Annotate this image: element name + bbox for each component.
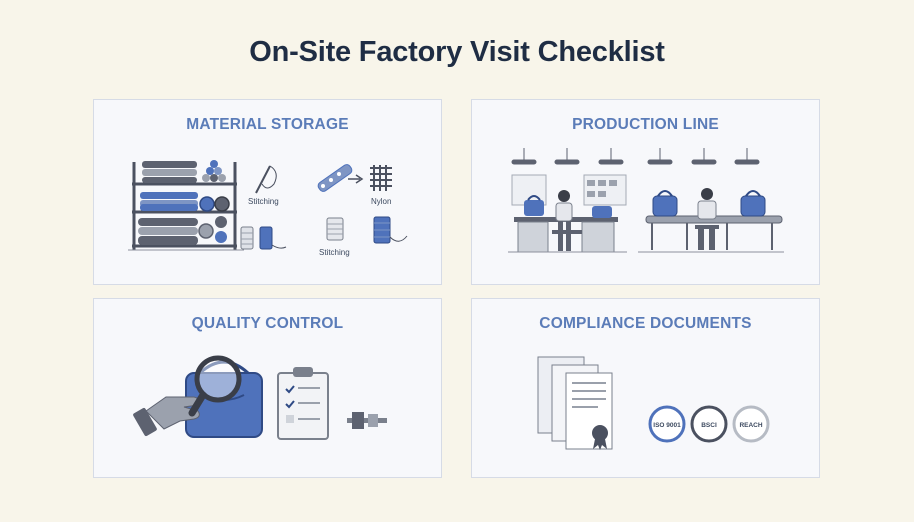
compliance-documents-title: COMPLIANCE DOCUMENTS [539,315,752,332]
woven-fabric-icon [370,165,392,191]
documents-stack-icon [537,356,613,450]
needle-icon [255,165,277,194]
reach-label: REACH [739,422,762,429]
conveyor-belt-icon [645,188,783,250]
nylon-label: Nylon [371,197,391,206]
material-storage-title: MATERIAL STORAGE [186,116,349,133]
quality-control-panel: QUALITY CONTROL [93,298,442,478]
page-title: On-Site Factory Visit Checklist [249,36,665,68]
bsci-badge: BSCI [690,405,728,443]
reach-badge: REACH [732,405,770,443]
bsci-label: BSCI [701,422,717,429]
ceiling-lamps-icon [511,148,760,165]
storage-shelf-icon [128,160,244,251]
white-spool-icon [326,216,408,244]
production-line-title: PRODUCTION LINE [572,116,719,133]
quality-control-title: QUALITY CONTROL [191,315,344,332]
stitching-label-bottom: Stitching [319,248,350,257]
material-storage-panel: MATERIAL STORAGE [93,99,442,285]
production-line-panel: PRODUCTION LINE [471,99,820,285]
zipper-pull-icon [347,412,387,429]
iso-9001-badge: ISO 9001 [648,405,686,443]
thread-spool-icon [240,226,287,250]
iso-9001-label: ISO 9001 [653,422,681,429]
worker-sewing-station-icon [514,190,618,253]
clipboard-checklist-icon [277,367,329,440]
stitching-label-top: Stitching [248,197,279,206]
compliance-documents-panel: COMPLIANCE DOCUMENTS ISO 9001 BSCI REACH [471,298,820,478]
magnifying-glass-icon [188,355,242,417]
thread-roll-icon [317,164,364,192]
